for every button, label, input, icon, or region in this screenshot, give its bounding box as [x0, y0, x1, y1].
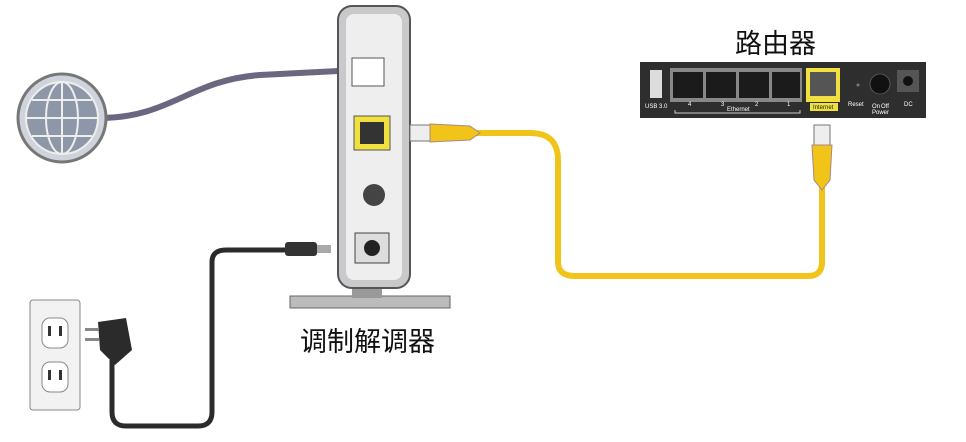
- coax-cable: [99, 67, 359, 121]
- coax-port: [351, 57, 385, 87]
- svg-text:Reset: Reset: [848, 102, 864, 108]
- svg-text:Off: Off: [881, 104, 889, 110]
- ethernet-connector-router: [811, 124, 833, 191]
- dc-plug: [285, 242, 331, 256]
- svg-text:Ethernet: Ethernet: [727, 107, 750, 113]
- svg-text:1: 1: [787, 102, 791, 108]
- svg-text:Power: Power: [872, 110, 889, 116]
- svg-text:4: 4: [688, 102, 692, 108]
- svg-text:3: 3: [721, 102, 725, 108]
- wall-outlet: [29, 299, 81, 411]
- svg-text:On: On: [872, 104, 880, 110]
- svg-text:USB 3.0: USB 3.0: [645, 104, 668, 110]
- ethernet-cable: [470, 130, 825, 279]
- svg-text:2: 2: [755, 102, 759, 108]
- modem: [289, 5, 451, 309]
- svg-text:Internet: Internet: [813, 105, 834, 111]
- power-button-icon: [363, 184, 385, 206]
- ethernet-connector-modem: [409, 123, 481, 143]
- svg-text:DC: DC: [904, 102, 913, 108]
- power-adapter: [85, 318, 132, 365]
- router: USB 3.0 4 3 2 1 Ethernet Internet Reset …: [640, 62, 926, 118]
- power-cable: [109, 247, 285, 429]
- internet-globe-icon: [16, 72, 108, 164]
- router-label: 路由器: [735, 29, 816, 60]
- modem-label: 调制解调器: [300, 327, 435, 358]
